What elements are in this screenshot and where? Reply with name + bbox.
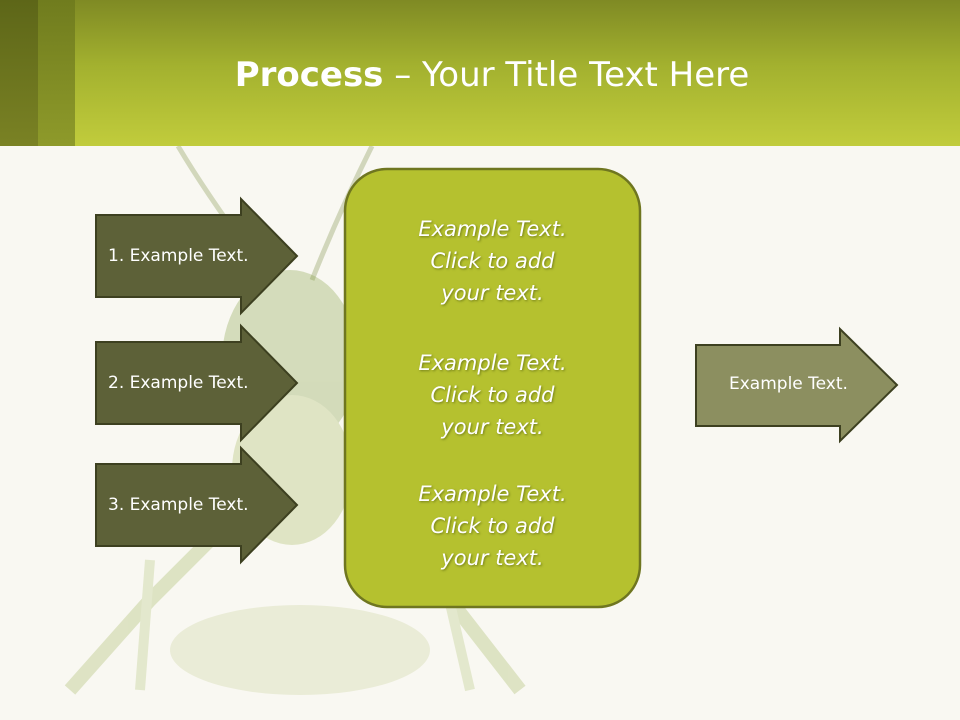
slide-title[interactable]: Process – Your Title Text Here	[0, 52, 960, 98]
output-arrow[interactable]	[695, 326, 899, 444]
center-text-line: Example Text.	[418, 217, 567, 241]
center-text-line: Click to add	[430, 249, 555, 273]
center-text-line: your text.	[441, 415, 544, 439]
center-text-block-2: Example Text. Click to add your text.	[345, 347, 640, 443]
center-text-line: Click to add	[430, 514, 555, 538]
center-process-box[interactable]	[343, 167, 642, 609]
center-text-block-1: Example Text. Click to add your text.	[345, 213, 640, 309]
input-label-1: 1. Example Text.	[108, 246, 249, 266]
center-text-line: Example Text.	[418, 351, 567, 375]
center-text-line: your text.	[441, 546, 544, 570]
header-accent-strip	[0, 0, 38, 146]
center-text-line: your text.	[441, 281, 544, 305]
center-text-block-3: Example Text. Click to add your text.	[345, 478, 640, 574]
input-label-3: 3. Example Text.	[108, 495, 249, 515]
header-accent-strip	[38, 0, 75, 146]
input-label-2: 2. Example Text.	[108, 373, 249, 393]
center-text-line: Example Text.	[418, 482, 567, 506]
title-rest: – Your Title Text Here	[383, 55, 750, 95]
input-arrow-3[interactable]	[95, 445, 299, 565]
center-text-line: Click to add	[430, 383, 555, 407]
output-label: Example Text.	[729, 374, 848, 394]
input-arrow-1[interactable]	[95, 196, 299, 316]
input-arrow-2[interactable]	[95, 323, 299, 443]
title-bold: Process	[234, 55, 384, 95]
title-bar	[0, 0, 960, 146]
